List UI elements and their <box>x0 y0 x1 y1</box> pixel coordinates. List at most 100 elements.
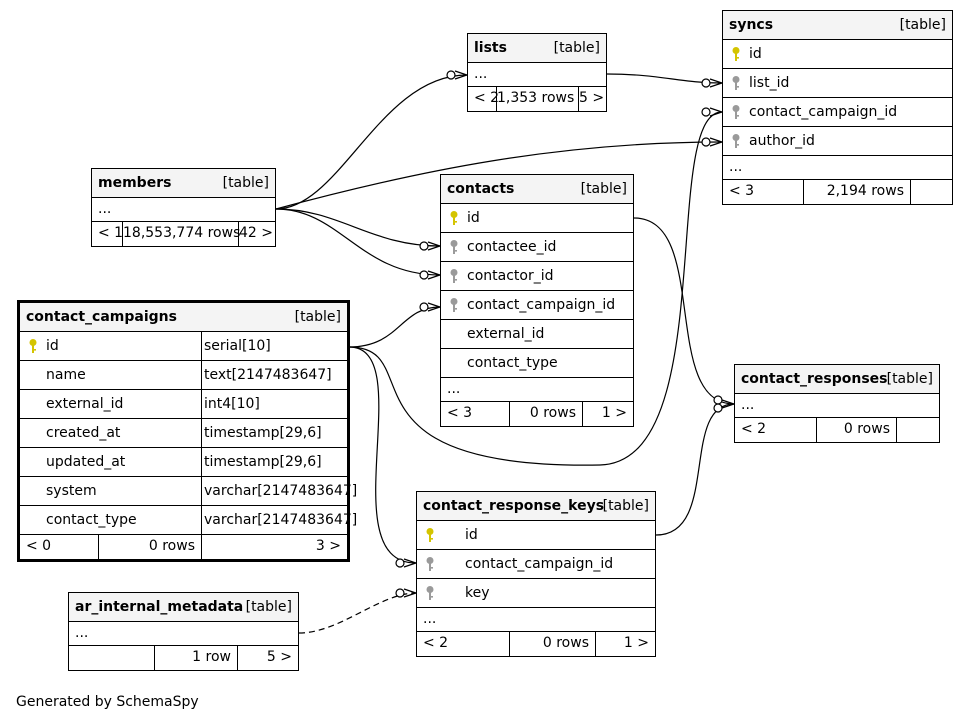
more-columns: ... <box>723 156 952 180</box>
foreign-key-icon <box>426 586 434 600</box>
column-type: timestamp[29,6] <box>201 419 347 447</box>
table-contacts[interactable]: contacts [table] id contactee_id contact… <box>440 174 634 427</box>
table-name: syncs <box>729 17 774 33</box>
optional-marker <box>419 302 429 312</box>
foreign-key-icon <box>450 269 458 283</box>
column-name: system <box>46 483 97 499</box>
table-name: contacts <box>447 181 515 197</box>
stats-parents: < 1 <box>98 225 124 241</box>
table-type: [table] <box>580 181 627 197</box>
table-members[interactable]: members [table] ... < 1 18,553,774 rows … <box>91 168 276 247</box>
column-type: varchar[2147483647] <box>201 506 357 534</box>
column-row[interactable]: id serial[10] <box>20 332 347 361</box>
column-row[interactable]: contactee_id <box>441 233 633 262</box>
table-stats: 1 row 5 > <box>69 646 298 670</box>
table-stats: < 2 0 rows <box>735 418 939 442</box>
more-columns: ... <box>417 608 655 632</box>
optional-marker <box>701 78 711 88</box>
primary-key-icon <box>732 47 740 61</box>
table-stats: < 0 0 rows 3 > <box>20 535 347 559</box>
column-row[interactable]: external_id int4[10] <box>20 390 347 419</box>
table-header: contact_campaigns [table] <box>20 303 347 332</box>
column-name: contactee_id <box>467 239 557 255</box>
table-type: [table] <box>245 599 292 615</box>
column-name: updated_at <box>46 454 126 470</box>
table-type: [table] <box>553 40 600 56</box>
stats-rows: 18,553,774 rows <box>122 222 240 246</box>
table-contact-responses[interactable]: contact_responses [table] ... < 2 0 rows <box>734 364 940 443</box>
column-row[interactable]: external_id <box>441 320 633 349</box>
table-type: [table] <box>602 498 649 514</box>
generated-by-label: Generated by SchemaSpy <box>16 694 199 710</box>
table-name: members <box>98 175 172 191</box>
column-name: id <box>46 338 59 354</box>
table-ar-internal-metadata[interactable]: ar_internal_metadata [table] ... 1 row 5… <box>68 592 299 671</box>
column-row[interactable]: contact_type <box>441 349 633 378</box>
table-syncs[interactable]: syncs [table] id list_id contact_campaig… <box>722 10 953 205</box>
column-row[interactable]: contact_campaign_id <box>417 550 655 579</box>
edge-members-syncs-author <box>275 141 723 210</box>
stats-parents: < 3 <box>729 183 755 199</box>
table-type: [table] <box>294 309 341 325</box>
column-row[interactable]: contactor_id <box>441 262 633 291</box>
stats-rows: 0 rows <box>509 632 595 656</box>
optional-marker <box>395 588 405 598</box>
table-name: contact_response_keys <box>423 498 605 514</box>
stats-rows: 1 row <box>154 646 237 670</box>
column-row[interactable]: created_at timestamp[29,6] <box>20 419 347 448</box>
foreign-key-icon <box>732 105 740 119</box>
table-name: lists <box>474 40 507 56</box>
table-name: contact_campaigns <box>26 309 177 325</box>
column-type: int4[10] <box>201 390 347 418</box>
stats-parents: < 0 <box>26 538 52 554</box>
table-lists[interactable]: lists [table] ... < 2 1,353 rows 5 > <box>467 33 607 112</box>
column-type: varchar[2147483647] <box>201 477 357 505</box>
column-row[interactable]: contact_campaign_id <box>441 291 633 320</box>
edge-members-lists <box>275 74 468 210</box>
stats-children: 1 > <box>595 632 655 656</box>
column-row[interactable]: id <box>417 521 655 550</box>
column-row[interactable]: id <box>723 40 952 69</box>
column-name: author_id <box>749 133 815 149</box>
stats-children: 1 > <box>582 402 633 426</box>
table-contact-campaigns[interactable]: contact_campaigns [table] id serial[10] … <box>17 300 357 562</box>
stats-children: 5 > <box>578 87 606 111</box>
more-columns: ... <box>468 63 606 87</box>
crow-foot <box>709 107 724 117</box>
foreign-key-icon <box>732 134 740 148</box>
foreign-key-icon <box>450 298 458 312</box>
column-row[interactable]: key <box>417 579 655 608</box>
column-name: external_id <box>467 326 545 342</box>
column-name: contact_type <box>467 355 558 371</box>
column-row[interactable]: contact_type varchar[2147483647] <box>20 506 357 535</box>
crow-foot <box>403 588 418 598</box>
stats-parents: < 3 <box>447 405 473 421</box>
table-stats: < 3 2,194 rows <box>723 180 952 204</box>
column-row[interactable]: author_id <box>723 127 952 156</box>
table-stats: < 2 1,353 rows 5 > <box>468 87 606 111</box>
primary-key-icon <box>450 211 458 225</box>
column-name: contact_campaign_id <box>749 104 898 120</box>
optional-marker <box>713 395 723 405</box>
primary-key-icon <box>426 528 434 542</box>
stats-rows: 0 rows <box>98 535 201 559</box>
table-stats: < 1 18,553,774 rows 42 > <box>92 222 275 246</box>
column-row[interactable]: system varchar[2147483647] <box>20 477 357 506</box>
column-type: serial[10] <box>201 332 347 360</box>
column-row[interactable]: contact_campaign_id <box>723 98 952 127</box>
column-row[interactable]: id <box>441 204 633 233</box>
table-stats: < 3 0 rows 1 > <box>441 402 633 426</box>
table-header: contact_responses [table] <box>735 365 939 394</box>
column-name: contact_campaign_id <box>467 297 616 313</box>
edge-response-keys-responses <box>655 403 735 536</box>
edge-campaigns-response-keys <box>348 346 417 564</box>
stats-children: 42 > <box>238 222 275 246</box>
column-row[interactable]: list_id <box>723 69 952 98</box>
table-contact-response-keys[interactable]: contact_response_keys [table] id contact… <box>416 491 656 657</box>
stats-rows: 0 rows <box>816 418 896 442</box>
optional-marker <box>446 70 456 80</box>
column-row[interactable]: updated_at timestamp[29,6] <box>20 448 347 477</box>
stats-parents: < 2 <box>423 635 449 651</box>
stats-rows: 2,194 rows <box>803 180 910 204</box>
column-row[interactable]: name text[2147483647] <box>20 361 347 390</box>
